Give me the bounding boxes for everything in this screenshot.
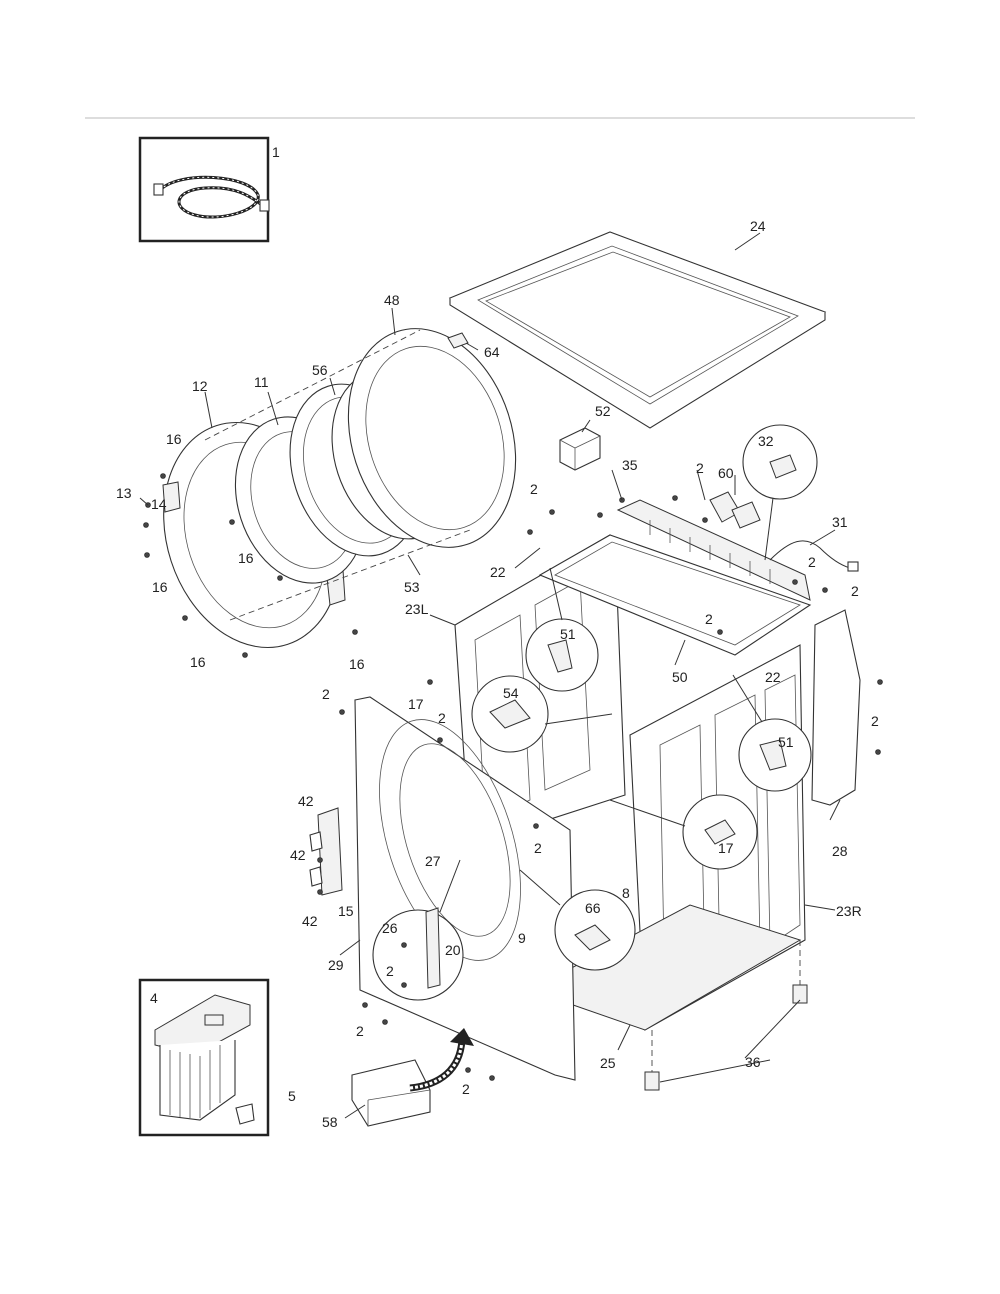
label-2-f: 2 xyxy=(322,686,330,702)
control-bracket-part xyxy=(616,499,811,601)
callout-20 xyxy=(372,859,464,1001)
label-66: 66 xyxy=(585,900,601,916)
power-module-part xyxy=(154,994,251,1121)
install-arrow xyxy=(409,1028,474,1092)
label-27: 27 xyxy=(425,853,441,869)
callout-17 xyxy=(609,794,758,870)
front-hinge-part xyxy=(309,807,343,896)
label-25: 25 xyxy=(600,1055,616,1071)
label-23R: 23R xyxy=(836,903,862,919)
label-5: 5 xyxy=(288,1088,296,1104)
door-alignment-lines xyxy=(204,329,471,621)
label-28: 28 xyxy=(832,843,848,859)
door-back-frame-part xyxy=(347,328,517,548)
label-22-a: 22 xyxy=(490,564,506,580)
kick-plate-part xyxy=(351,1059,431,1127)
label-29: 29 xyxy=(328,957,344,973)
callout-32 xyxy=(742,424,818,561)
label-2-g: 2 xyxy=(438,710,446,726)
label-11: 11 xyxy=(254,374,269,390)
switch-part xyxy=(709,491,761,529)
label-2-j: 2 xyxy=(386,963,394,979)
callout-54 xyxy=(471,675,613,753)
label-16-c: 16 xyxy=(152,579,168,595)
label-17-a: 17 xyxy=(408,696,424,712)
label-2-h: 2 xyxy=(871,713,879,729)
label-56: 56 xyxy=(312,362,328,378)
label-35: 35 xyxy=(622,457,638,473)
label-32: 32 xyxy=(758,433,774,449)
label-2-i: 2 xyxy=(534,840,542,856)
rear-panel-part xyxy=(811,609,861,806)
label-42-c: 42 xyxy=(302,913,318,929)
screws xyxy=(143,473,883,1081)
label-2-k: 2 xyxy=(356,1023,364,1039)
label-17-b: 17 xyxy=(718,840,734,856)
label-48: 48 xyxy=(384,292,400,308)
label-2-b: 2 xyxy=(530,481,538,497)
label-54: 54 xyxy=(503,685,519,701)
label-16-e: 16 xyxy=(349,656,365,672)
power-cord-part xyxy=(769,540,859,572)
door-badge-part xyxy=(447,332,469,349)
label-51-a: 51 xyxy=(560,626,576,642)
door-hinge-part xyxy=(162,481,181,513)
label-13: 13 xyxy=(116,485,132,501)
label-2-a: 2 xyxy=(696,460,704,476)
label-23L: 23L xyxy=(405,601,429,617)
dispenser-block-part xyxy=(559,427,601,471)
label-64: 64 xyxy=(484,344,500,360)
module-bracket-part xyxy=(235,1103,255,1125)
label-9: 9 xyxy=(518,930,526,946)
part-labels: 1 24 48 64 56 11 12 52 32 16 35 2 60 2 1… xyxy=(116,144,879,1130)
label-1: 1 xyxy=(272,144,280,160)
label-16-a: 16 xyxy=(166,431,182,447)
label-60: 60 xyxy=(718,465,734,481)
label-15: 15 xyxy=(338,903,354,919)
label-50: 50 xyxy=(672,669,688,685)
label-8: 8 xyxy=(622,885,630,901)
label-52: 52 xyxy=(595,403,611,419)
label-16-d: 16 xyxy=(190,654,206,670)
label-2-c: 2 xyxy=(808,554,816,570)
label-26: 26 xyxy=(382,920,398,936)
label-2-d: 2 xyxy=(851,583,859,599)
label-51-b: 51 xyxy=(778,734,794,750)
leader-lines xyxy=(139,232,841,1119)
callout-51-right xyxy=(732,674,812,792)
label-16-b: 16 xyxy=(238,550,254,566)
label-22-b: 22 xyxy=(765,669,781,685)
label-36: 36 xyxy=(745,1054,761,1070)
label-20: 20 xyxy=(445,942,461,958)
label-4: 4 xyxy=(150,990,158,1006)
callout-51-left xyxy=(525,567,599,692)
label-12: 12 xyxy=(192,378,208,394)
label-53: 53 xyxy=(404,579,420,595)
inset-hose-box xyxy=(138,136,270,243)
label-2-e: 2 xyxy=(705,611,713,627)
label-42-b: 42 xyxy=(290,847,306,863)
top-panel-part xyxy=(448,231,827,429)
label-14: 14 xyxy=(151,496,167,512)
label-31: 31 xyxy=(832,514,848,530)
label-58: 58 xyxy=(322,1114,338,1130)
leveling-foot-part-2 xyxy=(644,1030,660,1091)
leveling-foot-part-1 xyxy=(792,940,808,1004)
label-2-l: 2 xyxy=(462,1081,470,1097)
label-24: 24 xyxy=(750,218,766,234)
cabinet-top-frame-part xyxy=(538,534,812,656)
label-42-a: 42 xyxy=(298,793,314,809)
inset-module-box xyxy=(138,978,270,1137)
inlet-hose-part xyxy=(153,175,270,219)
callout-66 xyxy=(519,869,636,971)
